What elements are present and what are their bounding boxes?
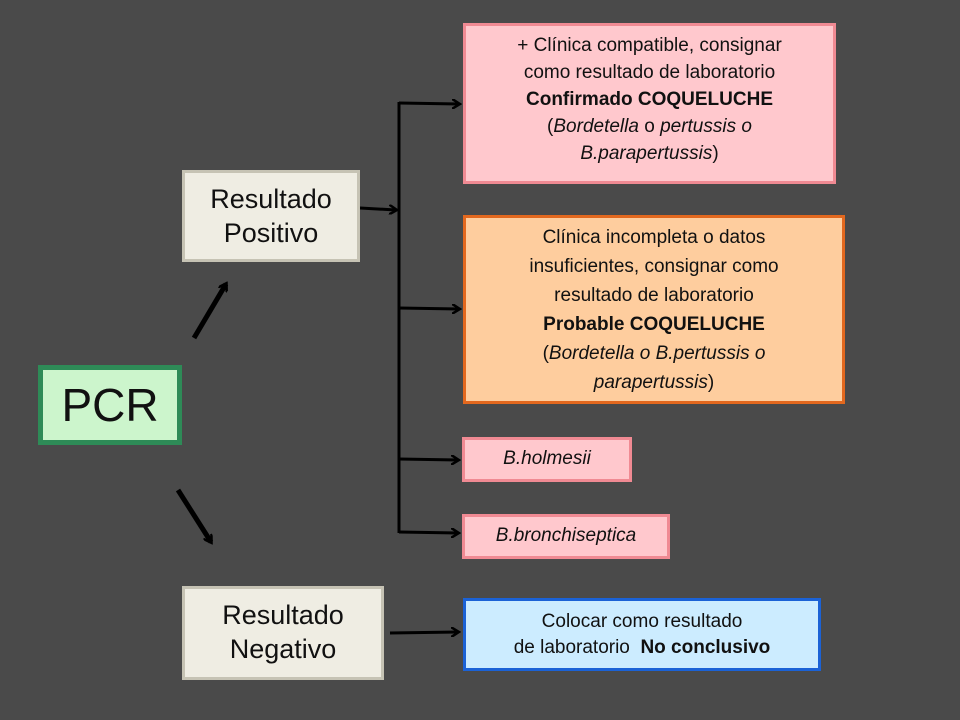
confirmed-paren-open: ( <box>547 116 554 137</box>
bronchiseptica-box: B.bronchiseptica <box>462 514 670 559</box>
inconclusive-line-1: Colocar como resultado <box>541 611 743 632</box>
probable-box: Clínica incompleta o datos insuficientes… <box>463 215 845 404</box>
negative-line-2: Negativo <box>229 634 337 664</box>
inconclusive-line-2: de laboratorio No conclusivo <box>466 635 818 661</box>
arrow-positive-to-bracket <box>359 208 396 210</box>
confirmed-genus: Bordetella <box>553 116 639 137</box>
probable-paren-close: ) <box>707 372 715 393</box>
inconclusive-prefix: de laboratorio <box>513 637 641 658</box>
arrow-to-confirmed <box>398 103 459 104</box>
confirmed-line-4: (Bordetella o pertussis o <box>466 113 833 140</box>
positive-line-2: Positivo <box>223 218 319 248</box>
probable-diagnosis: Probable COQUELUCHE <box>543 314 765 335</box>
arrow-to-probable <box>398 308 459 309</box>
arrow-to-bronchiseptica <box>398 532 458 533</box>
probable-paren-open: ( <box>542 343 549 364</box>
confirmed-species-2: B.parapertussis <box>580 143 713 164</box>
confirmed-box: + Clínica compatible, consignar como res… <box>463 23 836 184</box>
arrow-to-holmesii <box>398 459 458 460</box>
pcr-label: PCR <box>61 379 159 431</box>
arrow-to-negative <box>175 488 214 542</box>
probable-line-6: parapertussis) <box>466 368 842 397</box>
confirmed-line-5: B.parapertussis) <box>466 140 833 167</box>
positive-line-1: Resultado <box>210 184 332 214</box>
confirmed-line-2: como resultado de laboratorio <box>523 62 776 83</box>
positive-result-box: Resultado Positivo <box>182 170 360 262</box>
probable-line-2: insuficientes, consignar como <box>529 256 779 277</box>
probable-species-2: parapertussis <box>593 372 708 393</box>
negative-line-1: Resultado <box>222 600 344 630</box>
holmesii-box: B.holmesii <box>462 437 632 482</box>
confirmed-line-1: + Clínica compatible, consignar <box>517 35 782 56</box>
probable-line-1: Clínica incompleta o datos <box>542 227 766 248</box>
probable-line-3: resultado de laboratorio <box>554 285 754 306</box>
confirmed-species: pertussis o <box>660 116 752 137</box>
probable-line-5: (Bordetella o B.pertussis o <box>466 339 842 368</box>
probable-species: Bordetella o B.pertussis o <box>548 343 766 364</box>
inconclusive-box: Colocar como resultado de laboratorio No… <box>463 598 821 671</box>
negative-result-box: Resultado Negativo <box>182 586 384 680</box>
confirmed-diagnosis: Confirmado COQUELUCHE <box>526 89 773 110</box>
arrow-negative-to-inconclusive <box>389 632 458 633</box>
holmesii-label: B.holmesii <box>503 448 591 469</box>
arrow-to-positive <box>191 284 229 340</box>
inconclusive-result: No conclusivo <box>640 637 771 658</box>
confirmed-paren-close: ) <box>712 143 719 164</box>
confirmed-or: o <box>638 116 661 137</box>
pcr-box: PCR <box>38 365 182 445</box>
bronchiseptica-label: B.bronchiseptica <box>495 525 637 546</box>
